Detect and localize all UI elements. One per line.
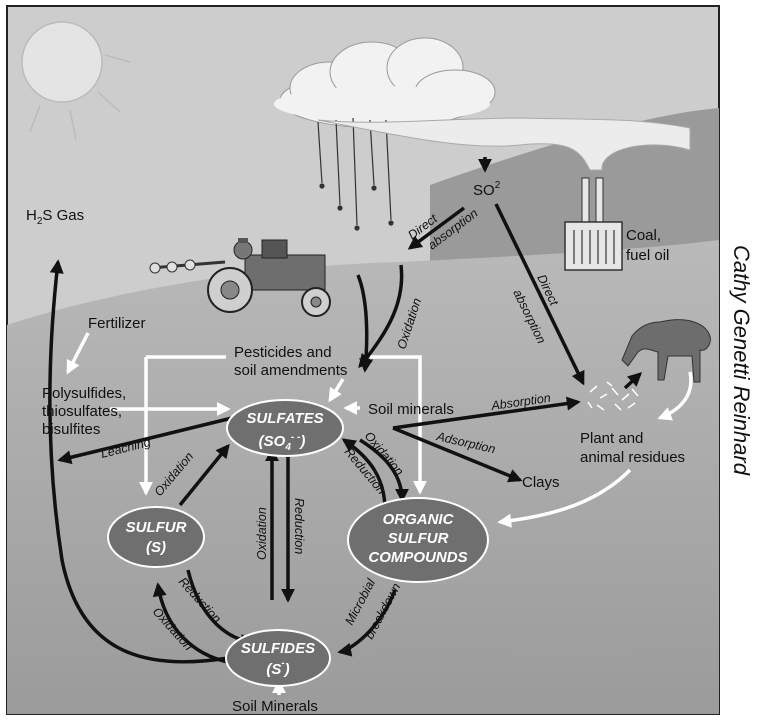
oxidation-mid-label: Oxidation <box>255 507 269 560</box>
horse-icon <box>621 319 711 383</box>
white-arrows <box>66 332 693 695</box>
polysulfides-label: Polysulfides, <box>42 385 126 402</box>
clays-label: Clays <box>522 474 560 491</box>
animal-residues-label: animal residues <box>580 449 685 466</box>
sulfur-formula: (S) <box>146 539 166 556</box>
sulfur-label: SULFUR <box>126 519 187 536</box>
sulfides-formula: (S-) <box>266 658 289 678</box>
sulfates-label: SULFATES <box>246 410 323 427</box>
h2s-gas-label: H2S Gas <box>26 207 84 227</box>
rain-icon <box>317 117 394 231</box>
cloud-icon <box>274 37 496 129</box>
organic-label-1: ORGANIC <box>383 511 455 528</box>
factory-icon <box>564 177 623 271</box>
sulfides-label: SULFIDES <box>241 640 315 657</box>
node-sulfates: SULFATES (SO4- -) <box>226 399 344 457</box>
so2-label: SO2 <box>473 180 501 199</box>
pesticides-label: Pesticides and <box>234 344 332 361</box>
artist-credit: Cathy Genetti Reinhard <box>729 245 754 475</box>
black-arrows <box>48 157 643 664</box>
node-sulfur: SULFUR (S) <box>107 506 205 568</box>
thiosulfates-label: thiosulfates, <box>42 403 122 420</box>
soil-minerals-top-label: Soil minerals <box>368 401 454 418</box>
node-organic-sulfur: ORGANIC SULFUR COMPOUNDS <box>347 497 489 583</box>
organic-label-3: COMPOUNDS <box>368 549 467 566</box>
soil-amendments-label: soil amendments <box>234 362 347 379</box>
soil-minerals-bottom-label: Soil Minerals <box>232 698 318 715</box>
residue-icon <box>587 381 639 411</box>
organic-label-2: SULFUR <box>388 530 449 547</box>
plant-and-label: Plant and <box>580 430 643 447</box>
reduction-mid-label: Reduction <box>292 498 306 554</box>
coal-label: Coal, <box>626 227 661 244</box>
fuel-oil-label: fuel oil <box>626 247 669 264</box>
tractor-icon <box>149 238 331 317</box>
fertilizer-label: Fertilizer <box>88 315 146 332</box>
bisulfites-label: bisulfites <box>42 421 100 438</box>
sulfates-formula: (SO4- -) <box>259 432 306 453</box>
node-sulfides: SULFIDES (S-) <box>225 629 331 687</box>
smoke-plume <box>317 117 691 171</box>
sun-icon <box>21 21 131 141</box>
